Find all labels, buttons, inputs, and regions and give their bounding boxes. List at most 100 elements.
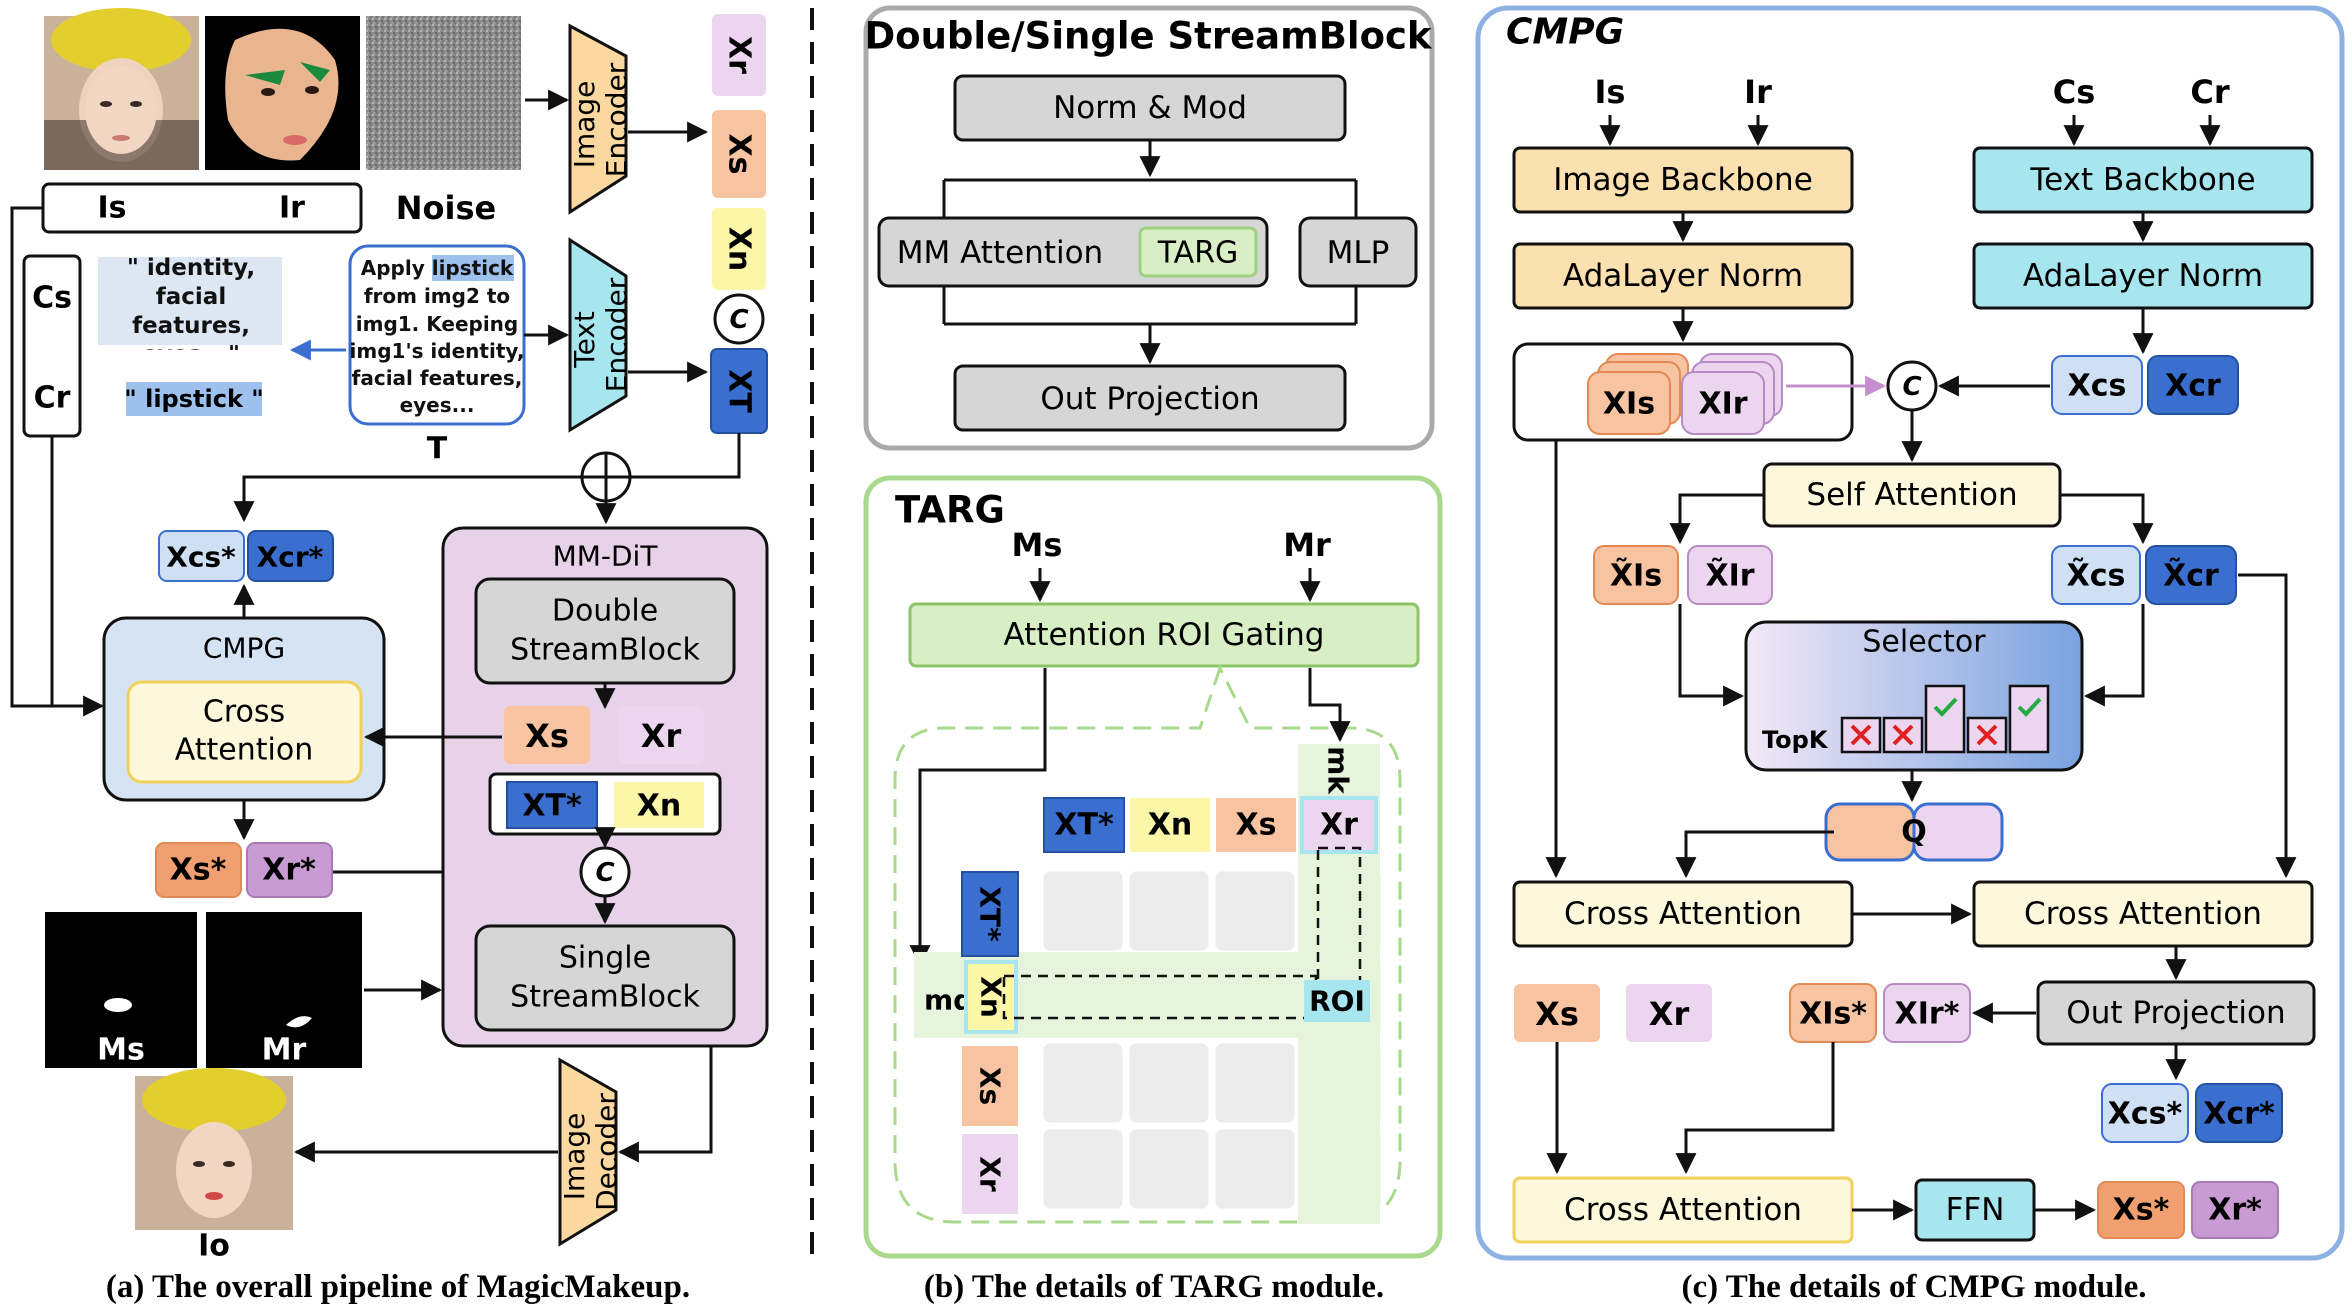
concat-mmdit-symbol: C <box>595 858 614 888</box>
concat-c-symbol: C <box>1902 372 1921 402</box>
output-face-image <box>135 1068 293 1230</box>
xn-token-label: Xn <box>722 227 757 272</box>
txcr-label: X̃cr <box>2163 558 2219 593</box>
mr-label: Mr <box>262 1033 307 1068</box>
mm-dit-title: MM-DiT <box>553 540 659 573</box>
xs-star-label: Xs* <box>170 853 227 888</box>
ms-label: Ms <box>97 1033 145 1068</box>
cross-attention-1-label: Cross Attention <box>1564 896 1802 932</box>
xir-stack-label: XIr <box>1698 387 1747 422</box>
xr-token-c <box>1626 984 1712 1042</box>
xr-star-token-c <box>2191 1181 2279 1239</box>
out-projection-b <box>953 364 1347 432</box>
targ-title: TARG <box>895 489 1005 532</box>
xcs-c-label: Xcs <box>2068 369 2127 404</box>
attention-matrix <box>1043 871 1381 1209</box>
cross-attention-3-label: Cross Attention <box>1564 1192 1802 1228</box>
caption-b: (b) The details of TARG module. <box>924 1269 1384 1305</box>
xcs-star-token <box>158 530 245 582</box>
xs-star-token-c <box>2097 1181 2185 1239</box>
matrix-cell <box>1129 1129 1209 1209</box>
xs-token-mmdit-label: Xs <box>525 717 569 755</box>
mk-label: mk <box>1322 746 1355 795</box>
cross-attention-a-line: Attention <box>175 733 313 768</box>
is-label: Is <box>97 191 126 226</box>
c-cs-label: Cs <box>2053 73 2096 111</box>
matrix-cell <box>1215 957 1295 1037</box>
xt-token-label: XT <box>722 369 757 413</box>
col-xt-label: XT* <box>1054 808 1114 843</box>
reject-icon <box>1976 724 1998 746</box>
q-half-text <box>1912 802 2004 862</box>
row-xn-label: Xn <box>975 976 1008 1018</box>
c-is-label: Is <box>1595 73 1626 111</box>
matrix-cell <box>1129 957 1209 1037</box>
source-face-image <box>44 8 199 170</box>
check-icon <box>2017 697 2042 717</box>
xcs-star-c-label: Xcs* <box>2108 1097 2183 1132</box>
is-ir-box <box>41 182 363 234</box>
xr-star-c-label: Xr* <box>2208 1193 2262 1228</box>
xis-stack-label: XIs <box>1603 387 1655 422</box>
xs-token-label: Xs <box>722 134 757 175</box>
col-xs <box>1216 798 1296 852</box>
matrix-cell <box>1215 1129 1295 1209</box>
txcs-token <box>2051 545 2141 605</box>
row-xt-label: XT* <box>974 886 1007 942</box>
xs-token-c <box>1514 984 1600 1042</box>
cmpg-panel-title: CMPG <box>1506 12 1624 53</box>
xcr-star-c-label: Xcr* <box>2203 1097 2275 1132</box>
mm-attention-label: MM Attention <box>897 235 1103 271</box>
cmpg-title: CMPG <box>203 632 285 665</box>
noise-image <box>366 16 521 170</box>
xcr-token-c <box>2147 355 2239 415</box>
xn-token <box>712 208 766 290</box>
xr-star-token <box>246 842 333 898</box>
prompt-text: Apply lipstick from img2 to img1. Keepin… <box>350 256 525 417</box>
xt-star-token-mmdit <box>506 781 598 829</box>
gating-label: Attention ROI Gating <box>1004 617 1325 653</box>
cross-attention-2 <box>1972 880 2314 948</box>
lipstick-highlight <box>432 255 514 281</box>
matrix-cell <box>1043 957 1123 1037</box>
panel-b: Double/Single StreamBlock Norm & Mod MM … <box>863 5 1443 1305</box>
matrix-cell <box>1129 871 1209 951</box>
prompt-line: img1. Keeping <box>356 312 519 336</box>
mlp-label: MLP <box>1327 235 1390 271</box>
xr-token-mmdit-label: Xr <box>641 717 682 755</box>
matrix-cell <box>1129 1043 1209 1123</box>
xr-token-mmdit <box>618 706 704 764</box>
xis-star-label: XIs* <box>1799 997 1867 1032</box>
reject-icon <box>1850 724 1872 746</box>
txcr-token <box>2145 545 2237 605</box>
image-decoder-label: Image Decoder <box>558 1093 623 1211</box>
topk-label: TopK <box>1762 726 1829 754</box>
single-streamblock-line: Single <box>559 941 651 976</box>
targ-tag <box>1138 226 1258 278</box>
txis-label: X̃Is <box>1610 558 1662 593</box>
t-label: T <box>427 432 448 467</box>
lipstick-quote: " lipstick " <box>124 385 264 413</box>
xr-token <box>712 14 766 96</box>
mask-ms-image <box>45 912 197 1068</box>
norm-mod-label: Norm & Mod <box>1053 90 1247 126</box>
row-xr <box>962 1134 1018 1214</box>
targ-mr-label: Mr <box>1283 526 1331 564</box>
xs-token <box>712 110 766 198</box>
xs-star-token <box>155 842 242 898</box>
selector-bar <box>1882 716 1924 754</box>
txir-token <box>1687 545 1773 605</box>
image-encoder <box>568 23 628 215</box>
xcs-token-c <box>2051 355 2143 415</box>
matrix-cell <box>1043 1043 1123 1123</box>
q-label: Q <box>1901 815 1927 850</box>
selector-bar <box>1924 684 1966 754</box>
xt-star-mmdit-label: XT* <box>522 789 582 824</box>
self-attention-label: Self Attention <box>1806 477 2017 513</box>
out-projection-b-label: Out Projection <box>1040 381 1259 417</box>
xr-star-label: Xr* <box>262 853 316 888</box>
double-streamblock-line: StreamBlock <box>510 633 700 668</box>
selector-label: Selector <box>1862 625 1986 660</box>
xcs-star-label: Xcs* <box>166 541 236 574</box>
